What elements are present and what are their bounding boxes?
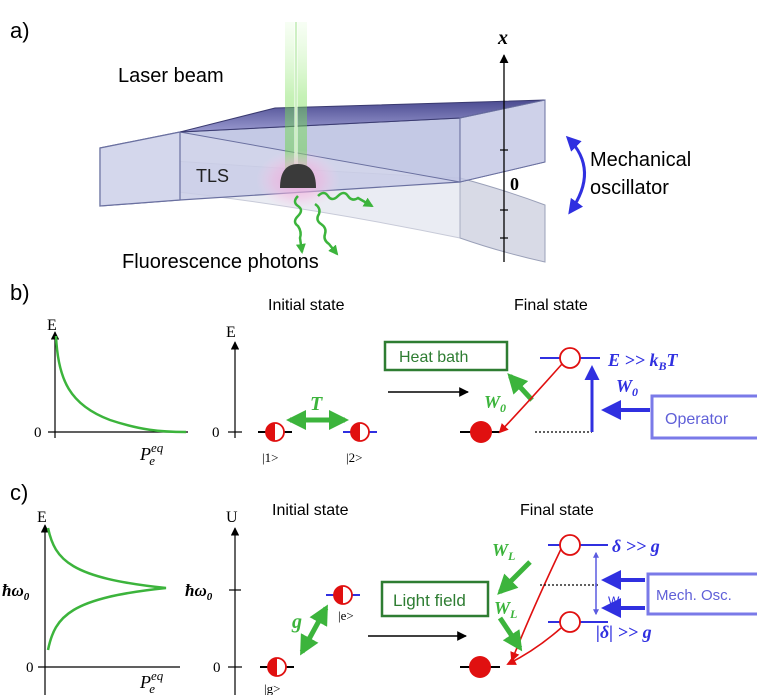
b-final-state: Final state (514, 297, 588, 314)
photon-right (317, 191, 374, 208)
b-heat-bath-box (383, 340, 509, 372)
b-w0-blue-label: W0 (616, 376, 638, 399)
b-e-label: E (47, 317, 57, 334)
b-T-label: T (310, 393, 323, 415)
c-delta-top-label: δ >> g (612, 536, 660, 556)
panel-a-label: a) (10, 18, 30, 43)
c-final-lower-state (559, 611, 581, 633)
tls-emitter (280, 164, 316, 188)
c-initial-state: Initial state (272, 502, 349, 519)
c-g-label: g (291, 611, 302, 633)
b-ket-2: |2> (346, 450, 362, 465)
c-final-state: Final state (520, 502, 594, 519)
photon-down (293, 195, 306, 254)
laser-beam-label: Laser beam (118, 65, 224, 87)
beam-right-end (459, 99, 546, 183)
b-zero-label-2: 0 (212, 425, 220, 441)
b-distribution-curve (54, 335, 187, 434)
c-final-upper-state (559, 534, 581, 556)
c-u-label: U (226, 509, 238, 526)
b-E-kBT-label: E >> kBT (607, 350, 679, 373)
c-relax-arrow-lower (506, 627, 562, 665)
c-mech-osc-box (646, 572, 757, 616)
mechanical-label: Mechanical (590, 149, 691, 171)
c-wl-arrow-upper (497, 560, 532, 595)
c-hbar-omega-label-2: ħω0 (185, 581, 213, 603)
c-state-e-fill (334, 586, 343, 604)
oscillator-label: oscillator (590, 177, 669, 199)
c-zero-label-2: 0 (213, 660, 221, 676)
c-delta-bottom-label: |δ| >> g (596, 622, 652, 642)
b-ket-1: |1> (262, 450, 278, 465)
c-final-ground-state (469, 656, 491, 678)
panel-b-label: b) (10, 280, 30, 305)
x-zero-label: 0 (510, 174, 519, 194)
b-state-1-fill (266, 423, 275, 441)
b-operator-box (650, 394, 757, 440)
c-light-field-box (380, 580, 490, 618)
c-wl-label-lower: WL (494, 598, 517, 621)
c-lorentzian-curve (46, 527, 167, 651)
panel-c-label: c) (10, 480, 28, 505)
b-e-label-2: E (226, 324, 236, 341)
oscillation-arrow (565, 135, 586, 215)
b-relaxation-arrow (498, 363, 563, 434)
c-ket-g: |g> (264, 681, 280, 695)
c-ket-e: |e> (338, 608, 354, 623)
c-light-field-label: Light field (393, 591, 466, 610)
beam-left-face (99, 131, 181, 207)
b-final-ground-state (470, 421, 492, 443)
x-axis-label: x (497, 27, 508, 49)
b-w0-arrow (507, 373, 534, 402)
b-w0-green-label: W0 (484, 392, 506, 415)
c-wl-label-upper: WL (492, 540, 515, 563)
c-coupling-arrow (299, 604, 329, 656)
photon-down-right (314, 202, 339, 256)
beam-deflected-front (459, 177, 546, 263)
tls-label: TLS (196, 166, 229, 186)
b-heat-bath-label: Heat bath (399, 349, 468, 366)
c-wl-arrow-lower (497, 616, 523, 652)
c-e-label: E (37, 509, 47, 526)
c-hbar-omega-label: ħω0 (2, 581, 30, 603)
c-zero-label: 0 (26, 660, 34, 676)
b-state-2-fill (351, 423, 360, 441)
b-operator-label: Operator (665, 411, 729, 428)
b-zero-label: 0 (34, 425, 42, 441)
c-mech-osc-label: Mech. Osc. (656, 587, 732, 604)
fluorescence-label: Fluorescence photons (122, 251, 319, 273)
b-final-empty-state (559, 347, 581, 369)
b-initial-state: Initial state (268, 297, 345, 314)
c-state-g-fill (268, 658, 277, 676)
